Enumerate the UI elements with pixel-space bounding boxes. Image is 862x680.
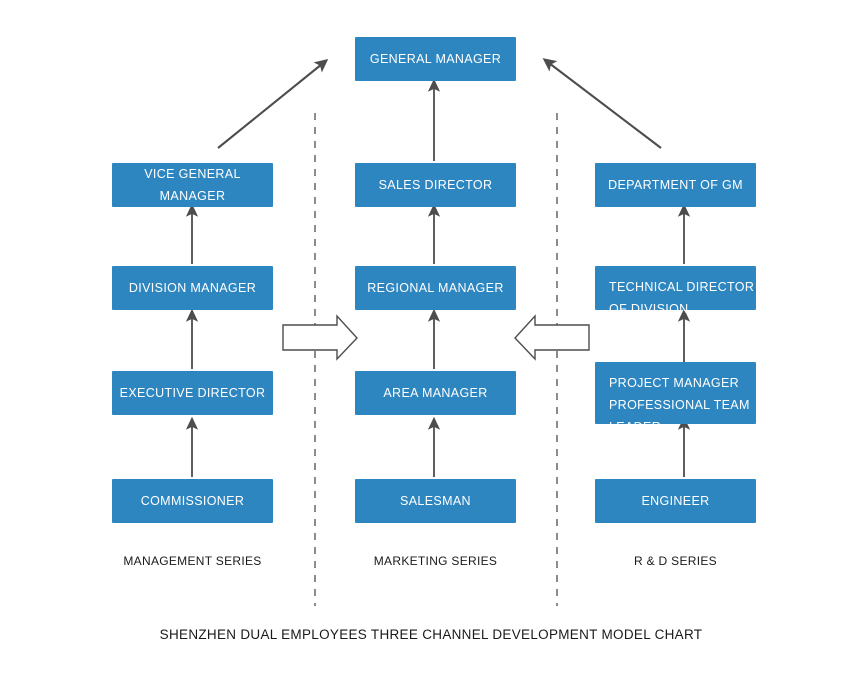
node-label: VICE GENERAL MANAGER [144, 167, 241, 203]
node-division-manager[interactable]: DIVISION MANAGER [112, 266, 273, 310]
node-label: DIVISION MANAGER [128, 281, 257, 295]
node-salesman[interactable]: SALESMAN [355, 479, 516, 523]
series-label-marketing: MARKETING SERIES [373, 554, 498, 568]
series-label-management: MANAGEMENT SERIES [123, 554, 262, 568]
node-label: DEPARTMENT OF GM [608, 178, 743, 192]
block-arrow-rnd-to-marketing [514, 314, 590, 361]
node-label: EXECUTIVE DIRECTOR [119, 386, 266, 400]
node-area-manager[interactable]: AREA MANAGER [355, 371, 516, 415]
node-sales-director[interactable]: SALES DIRECTOR [355, 163, 516, 207]
node-label: TECHNICAL DIRECTOR OF DIVISION [609, 280, 755, 316]
node-label: REGIONAL MANAGER [367, 281, 504, 295]
node-label: SALESMAN [400, 494, 471, 508]
node-department-of-gm[interactable]: DEPARTMENT OF GM [595, 163, 756, 207]
node-commissioner[interactable]: COMMISSIONER [112, 479, 273, 523]
node-label: GENERAL MANAGER [369, 52, 502, 66]
node-label: COMMISSIONER [140, 494, 245, 508]
arrow-management-to-general-manager [217, 58, 329, 149]
node-engineer[interactable]: ENGINEER [595, 479, 756, 523]
node-label: PROJECT MANAGER PROFESSIONAL TEAM LEADER [609, 376, 750, 434]
node-label: AREA MANAGER [383, 386, 488, 400]
node-label: ENGINEER [641, 494, 710, 508]
block-arrow-management-to-marketing [282, 314, 358, 361]
node-project-manager-professional-team-leader[interactable]: PROJECT MANAGER PROFESSIONAL TEAM LEADER [595, 362, 756, 434]
node-vice-general-manager[interactable]: VICE GENERAL MANAGER [112, 163, 273, 207]
node-executive-director[interactable]: EXECUTIVE DIRECTOR [112, 371, 273, 415]
arrow-rnd-to-general-manager [542, 58, 662, 149]
chart-title: SHENZHEN DUAL EMPLOYEES THREE CHANNEL DE… [159, 627, 703, 642]
node-label: SALES DIRECTOR [378, 178, 493, 192]
node-technical-director-of-division[interactable]: TECHNICAL DIRECTOR OF DIVISION [595, 266, 756, 316]
node-general-manager[interactable]: GENERAL MANAGER [355, 37, 516, 81]
series-label-rnd: R & D SERIES [634, 554, 717, 568]
node-regional-manager[interactable]: REGIONAL MANAGER [355, 266, 516, 310]
